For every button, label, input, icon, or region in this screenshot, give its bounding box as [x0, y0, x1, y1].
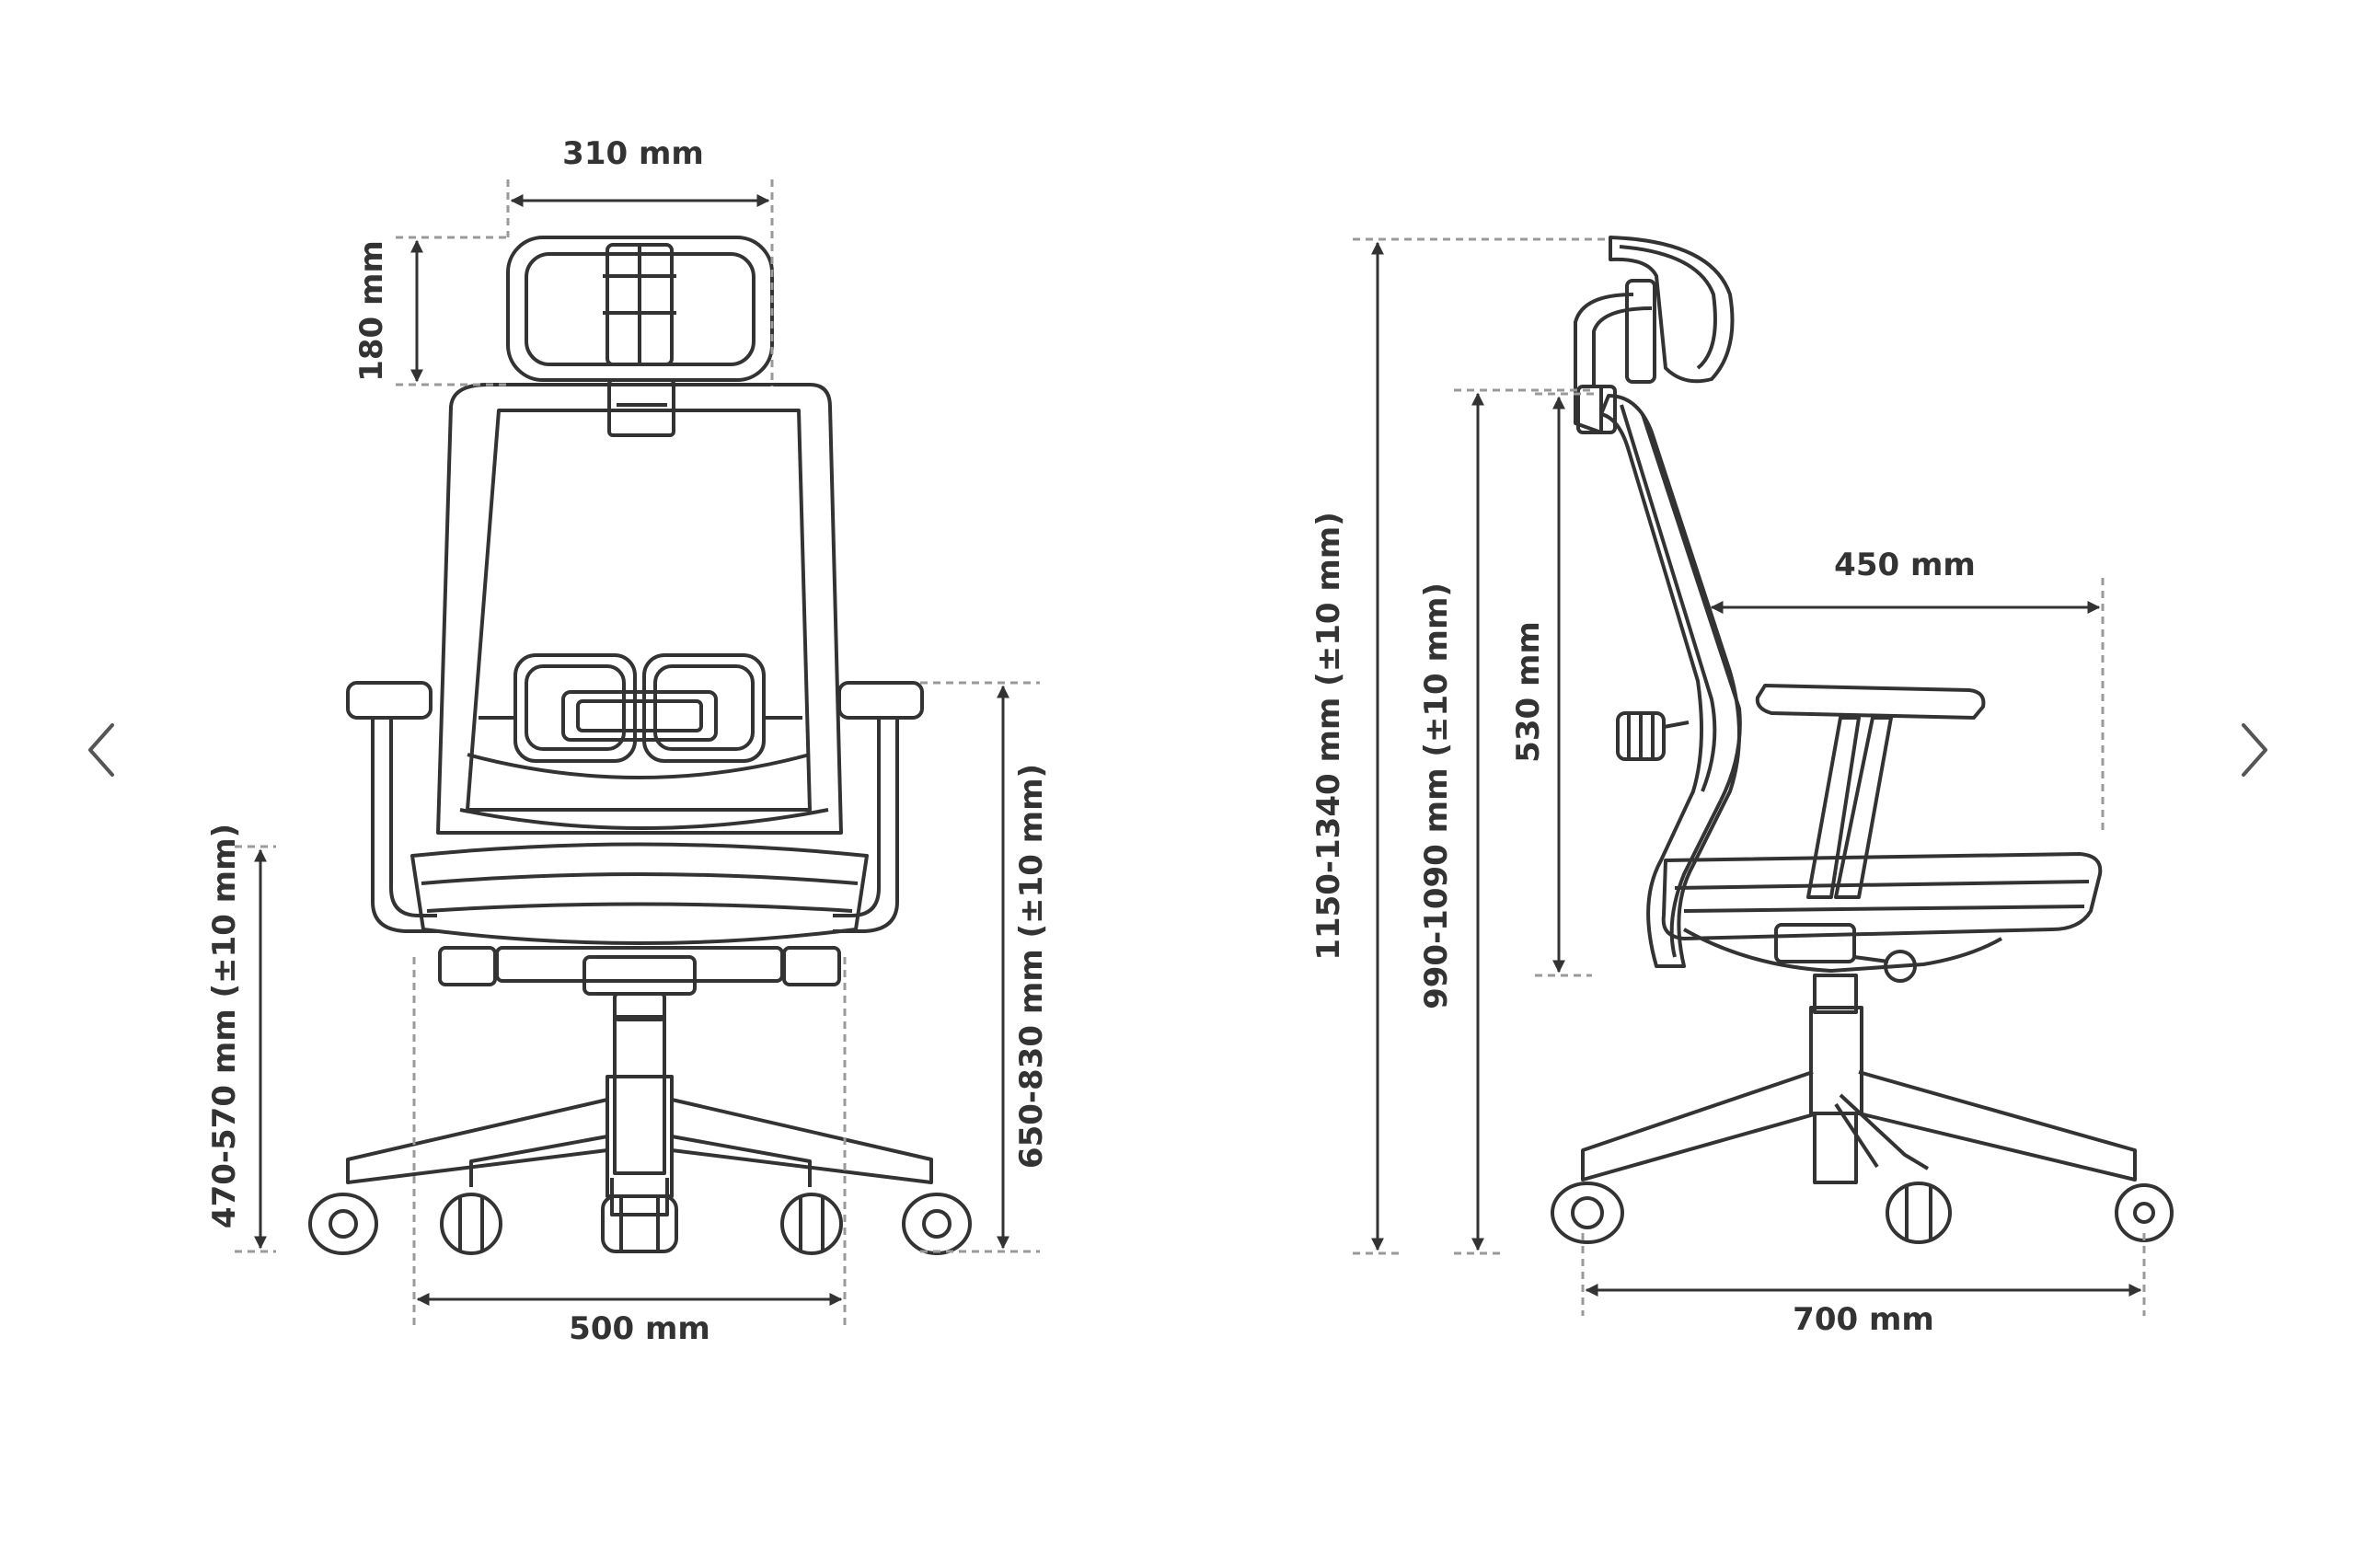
front-armrests	[346, 681, 924, 933]
dim-base-depth	[1581, 1233, 2146, 1316]
label-back-height: 530 mm	[1510, 621, 1547, 763]
side-seat	[1661, 852, 2103, 940]
front-dimensions	[235, 179, 1040, 1325]
dimension-labels: 310 mm 180 mm 470-570 mm (±10 mm) 650-83…	[206, 135, 1976, 1347]
dim-back-height	[1535, 392, 1597, 977]
label-total-height: 1150-1340 mm (±10 mm)	[1310, 512, 1347, 960]
dim-armrest-height	[920, 681, 1040, 1253]
side-lumbar-knob	[1616, 711, 1690, 761]
side-casters	[1551, 1182, 2174, 1244]
side-mechanism	[1683, 923, 2002, 983]
front-lumbar-support	[479, 653, 802, 763]
front-gas-lift	[606, 1015, 674, 1198]
front-backrest	[436, 383, 843, 835]
carousel-prev-button[interactable]	[69, 709, 133, 791]
label-backrest-height: 990-1090 mm (±10 mm)	[1418, 582, 1455, 1009]
label-armrest-height: 650-830 mm (±10 mm)	[1013, 764, 1050, 1169]
dim-backrest-height	[1454, 388, 1592, 1255]
side-base	[1581, 1070, 2137, 1182]
front-view-chair	[308, 236, 972, 1255]
side-gas-lift	[1809, 974, 1863, 1184]
label-headrest-width: 310 mm	[562, 135, 704, 172]
side-view-chair	[1551, 236, 2174, 1244]
front-mechanism	[438, 946, 841, 1021]
dim-seat-depth	[1710, 578, 2105, 833]
dim-seat-height	[235, 845, 276, 1253]
front-casters	[308, 1193, 972, 1255]
dim-base-width	[412, 957, 847, 1325]
side-headrest	[1574, 236, 1735, 434]
label-base-width: 500 mm	[569, 1310, 710, 1347]
side-backrest	[1599, 394, 1742, 968]
front-headrest	[506, 236, 774, 437]
label-seat-height: 470-570 mm (±10 mm)	[206, 824, 243, 1228]
label-seat-depth: 450 mm	[1834, 547, 1976, 583]
label-base-depth: 700 mm	[1793, 1301, 1934, 1338]
label-headrest-height: 180 mm	[353, 240, 390, 382]
chevron-left-icon	[88, 723, 114, 777]
side-armrest	[1755, 684, 1986, 899]
side-dimensions	[1353, 237, 2146, 1316]
dim-total-height	[1353, 237, 1610, 1255]
carousel-next-button[interactable]	[2222, 709, 2287, 791]
front-seat	[410, 842, 869, 945]
dim-headrest-width	[506, 179, 774, 386]
dim-headrest-height	[396, 236, 508, 386]
chevron-right-icon	[2242, 723, 2267, 777]
